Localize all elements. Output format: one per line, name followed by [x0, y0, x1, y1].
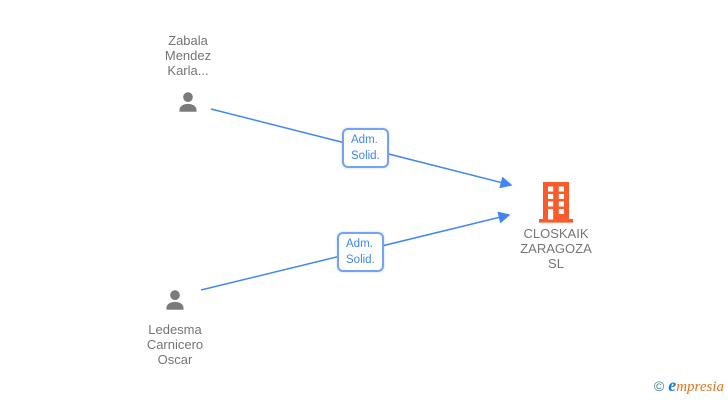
person-label-line: Oscar — [157, 352, 193, 367]
company-label: CLOSKAIK ZARAGOZA SL — [520, 226, 592, 271]
person-label-line: Carnicero — [146, 337, 204, 352]
building-icon — [538, 182, 574, 223]
person-label-line: Ledesma — [148, 322, 202, 337]
company-label-line: ZARAGOZA — [520, 241, 592, 256]
edge-label-line: Solid. — [346, 254, 375, 266]
brand-text: empresia — [668, 375, 724, 396]
person-icon — [174, 88, 202, 116]
company-label-line: SL — [548, 256, 564, 271]
person-label: Zabala Mendez Karla... — [165, 33, 211, 78]
person-icon — [161, 286, 189, 314]
edge-label-line: Solid. — [351, 150, 380, 162]
edge-label-line: Adm. — [346, 238, 373, 250]
brand-initial: e — [668, 375, 677, 395]
edge-label-adm-solid-bottom[interactable]: Adm. Solid. — [337, 232, 384, 272]
empresia-logo[interactable]: © empresia — [654, 375, 724, 396]
edge-label-line: Adm. — [351, 134, 378, 146]
edge-label-adm-solid-top[interactable]: Adm. Solid. — [342, 128, 389, 168]
person-label: Ledesma Carnicero Oscar — [147, 322, 203, 367]
company-node-closkaik-zaragoza-sl[interactable]: CLOSKAIK ZARAGOZA SL — [494, 182, 618, 271]
brand-rest: mpresia — [676, 379, 724, 395]
person-node-zabala-mendez-karla[interactable]: Zabala Mendez Karla... — [122, 33, 254, 116]
person-label-line: Zabala — [168, 33, 208, 48]
copyright-icon: © — [653, 378, 665, 394]
person-label-line: Karla... — [167, 63, 209, 78]
person-label-line: Mendez — [164, 48, 212, 63]
person-node-ledesma-carnicero-oscar[interactable]: Ledesma Carnicero Oscar — [109, 286, 241, 367]
company-label-line: CLOSKAIK — [523, 226, 589, 241]
